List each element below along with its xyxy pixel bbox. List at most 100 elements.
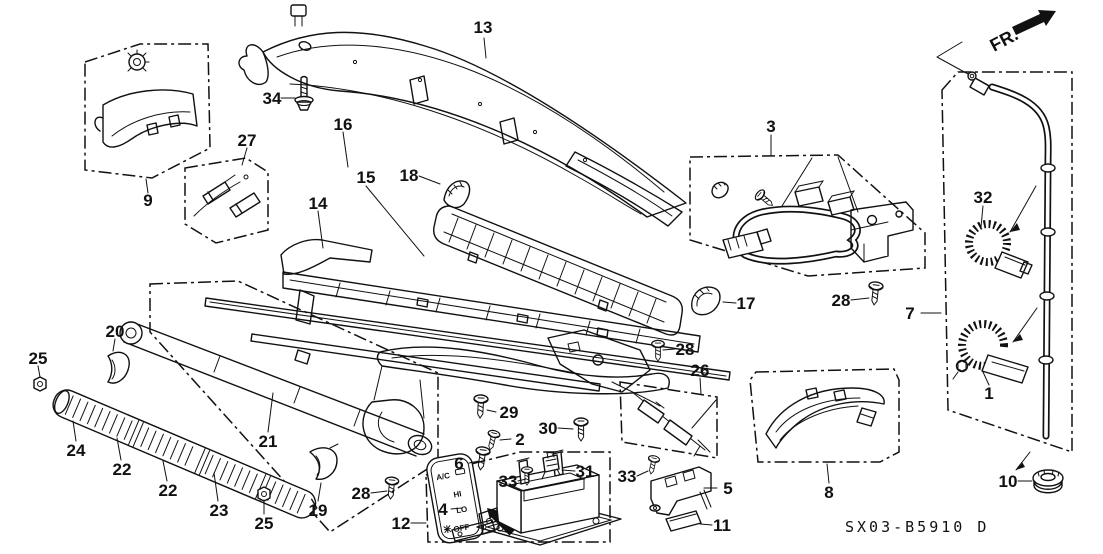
part-label-19: 19: [309, 501, 328, 520]
part-6-screw: [472, 445, 492, 472]
part-label-25b: 25: [255, 514, 274, 533]
panel-outline: [262, 31, 687, 218]
decal-ac-label: A/C: [435, 471, 450, 482]
panel-tab: [499, 117, 519, 145]
part-25-nut-left: [33, 376, 47, 392]
part-33-screw-right: [644, 454, 661, 476]
part-18-clip: [443, 180, 471, 209]
part-label-23: 23: [210, 501, 229, 520]
part-label-32: 32: [974, 188, 993, 207]
part-30-screw: [573, 417, 589, 442]
part-20-clip: [107, 351, 130, 384]
part-label-3: 3: [766, 117, 775, 136]
panel-top-clip: [290, 4, 307, 17]
rail-strip: [204, 297, 731, 381]
part-label-1: 1: [984, 384, 993, 403]
part-label-18: 18: [400, 166, 419, 185]
part-label-4: 4: [438, 500, 448, 519]
panel-end-garnish: [565, 151, 683, 227]
tube-fitting: [969, 77, 990, 96]
part-label-11: 11: [713, 516, 731, 535]
part-24-22-23-pipe: [52, 389, 318, 519]
part-label-33a: 33: [499, 472, 518, 491]
part-label-24: 24: [67, 441, 86, 460]
part-label-15: 15: [357, 168, 376, 187]
part-label-28a: 28: [832, 291, 851, 310]
direction-indicator: FR.: [986, 10, 1056, 56]
part-label-22a: 22: [113, 460, 132, 479]
part-label-7: 7: [905, 304, 914, 323]
part-label-16: 16: [334, 115, 353, 134]
part-28-screw-right: [866, 280, 885, 307]
part-label-28b: 28: [676, 340, 695, 359]
part-11-block: [665, 510, 702, 532]
leader-lines: [37, 37, 1033, 526]
part-27-cable-ends: [193, 174, 261, 218]
part-label-25a: 25: [29, 349, 48, 368]
duct-scroll-end: [362, 399, 425, 455]
part-8-cover: [765, 387, 885, 449]
part-15-grille: [433, 205, 683, 336]
frame-leg: [295, 289, 315, 325]
part-34-bolt: [294, 75, 314, 111]
part-17-clamp: [691, 286, 721, 316]
part-14-frame: [280, 238, 701, 353]
part-26-cable: [631, 391, 717, 457]
part-3-harness: [711, 156, 914, 265]
part-label-30: 30: [539, 419, 558, 438]
box-part-27: [184, 157, 269, 244]
part-7-drain-tube: [936, 41, 1056, 471]
part-label-6: 6: [454, 454, 463, 473]
part-label-26: 26: [691, 361, 710, 380]
box-part-3: [689, 154, 926, 277]
part-19-clip: [309, 443, 339, 480]
heater-switch: [451, 449, 622, 546]
box-part-26: [619, 381, 718, 459]
part-label-8: 8: [824, 483, 833, 502]
box-part-8: [749, 368, 900, 463]
part-label-34: 34: [263, 89, 282, 108]
harness-relay: [794, 186, 824, 207]
harness-bracket: [850, 201, 914, 263]
rail-strip: [250, 333, 601, 392]
part-label-22b: 22: [159, 481, 178, 500]
part-label-31: 31: [576, 462, 595, 481]
part-label-13: 13: [474, 18, 493, 37]
part-28-screw-mid: [651, 339, 665, 362]
part-29-screw: [472, 393, 489, 420]
decal-hi-label: HI: [453, 489, 462, 499]
part-label-29: 29: [500, 403, 519, 422]
diagram-code: SX03-B5910 D: [845, 518, 989, 536]
part-label-20: 20: [106, 322, 125, 341]
part-10-grommet: [1032, 469, 1064, 494]
box-part-9: [84, 43, 211, 179]
box-part-21: [149, 280, 439, 533]
grille-slats: [448, 217, 657, 324]
harness-connector: [722, 231, 764, 259]
decal-lo-label: LO: [456, 504, 469, 515]
part-label-17: 17: [737, 294, 756, 313]
part-9-trim: [94, 49, 198, 148]
part-31-clip: [541, 451, 561, 480]
part-13-upper-panel: [238, 4, 687, 227]
part-label-10: 10: [999, 472, 1018, 491]
panel-tab: [409, 75, 429, 105]
part-labels: 1 2 3 4 5 6 7 8 9 10 11 12 13 14 15 16 1…: [29, 18, 1018, 535]
grille-outline: [433, 205, 683, 336]
part-label-27: 27: [238, 131, 257, 150]
rail-tube: [123, 321, 425, 457]
part-32-clamp: [965, 220, 1033, 279]
part-label-14: 14: [309, 194, 328, 213]
part-label-33b: 33: [618, 467, 637, 486]
part-label-9: 9: [143, 191, 152, 210]
box-part-12: [425, 451, 611, 543]
fr-arrow-icon: [1012, 10, 1056, 35]
part-label-21: 21: [259, 432, 278, 451]
part-1-clamp: [952, 320, 1029, 384]
part-5-bracket: [649, 466, 712, 516]
lower-duct-assembly: [362, 329, 670, 455]
part-label-5: 5: [723, 479, 732, 498]
indicator-lamp-icon: [454, 468, 466, 476]
